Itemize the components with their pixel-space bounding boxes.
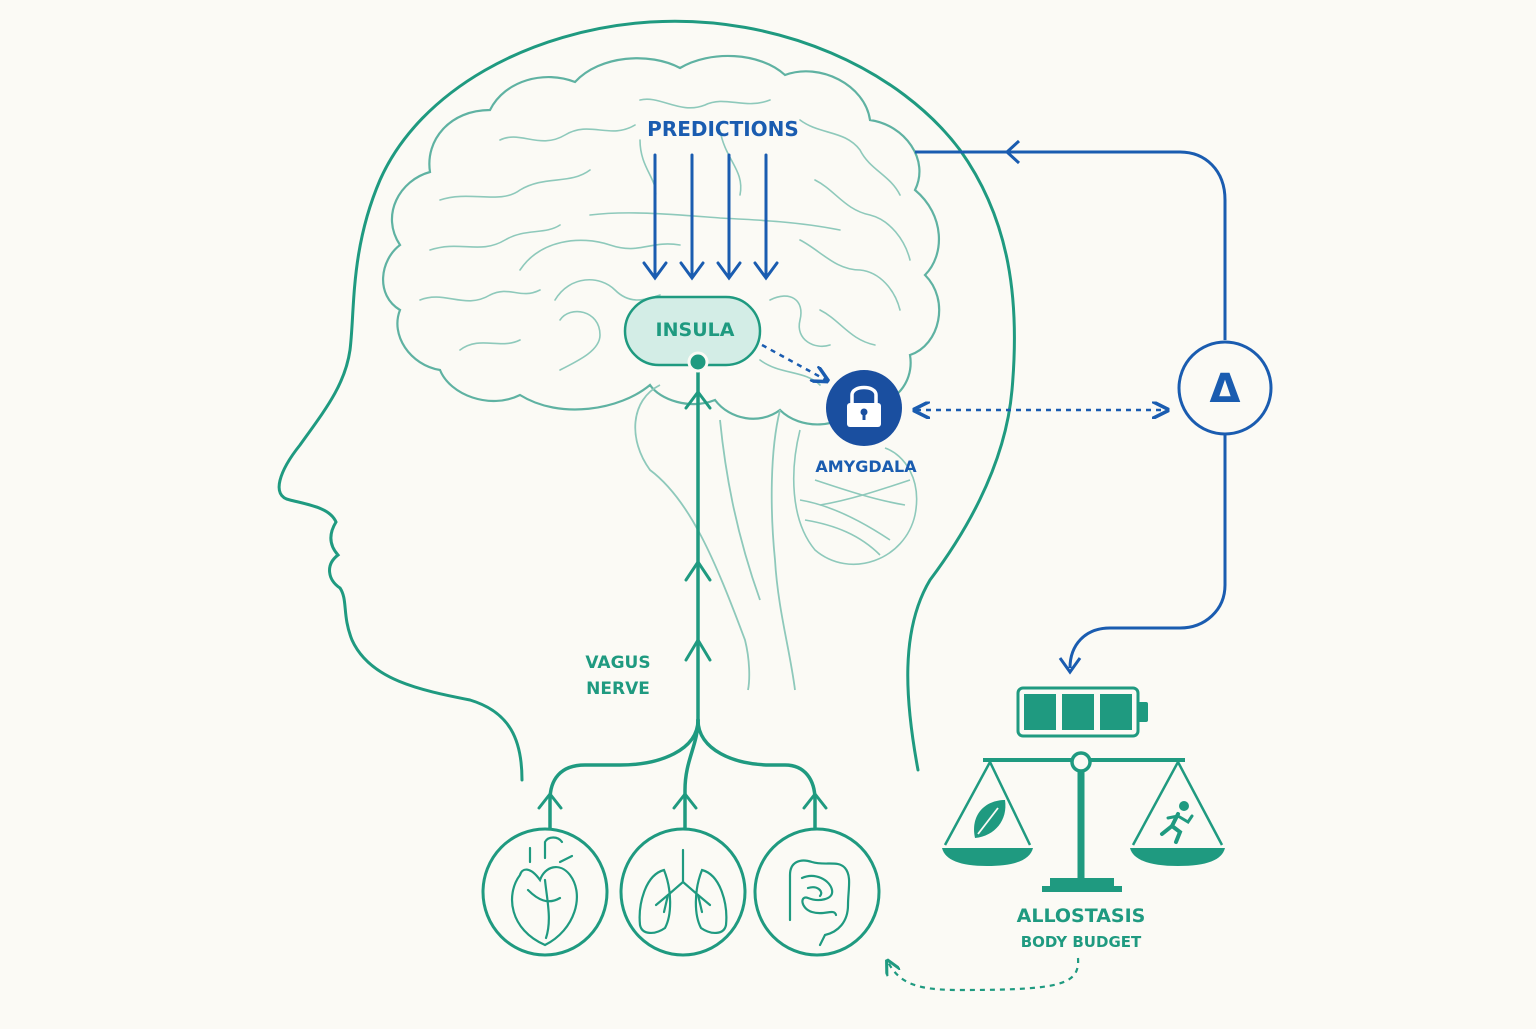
vagus-chevrons (537, 389, 828, 810)
running-person-icon (1160, 801, 1194, 844)
battery-cell (1062, 694, 1094, 730)
prediction-arrow-1 (642, 153, 668, 281)
battery-arrowhead (1058, 657, 1082, 675)
balance-scale (942, 751, 1225, 892)
head-outline (277, 19, 1016, 782)
battery-cells (1024, 694, 1132, 730)
predictions-label: PREDICTIONS (647, 117, 799, 141)
insula-vagus-junction (687, 351, 709, 373)
delta-symbol: Δ (1210, 366, 1241, 412)
heart-icon (511, 836, 578, 947)
feedback-loop-bottom (1068, 435, 1227, 669)
vagus-label-line1: VAGUS (585, 653, 650, 673)
prediction-arrows (642, 153, 779, 281)
organ-heart (481, 827, 609, 957)
insula-amygdala-link (761, 343, 826, 380)
amygdala-label: AMYGDALA (815, 457, 917, 476)
organ-intestines (753, 827, 881, 957)
vagus-nerve (548, 360, 817, 832)
lock-icon (847, 385, 881, 427)
budget-to-organs-link (888, 958, 1080, 992)
amygdala-node (826, 370, 902, 446)
battery-cell (1024, 694, 1056, 730)
battery-icon (1016, 686, 1148, 738)
prediction-arrow-3 (716, 153, 742, 281)
organ-lungs (619, 827, 747, 957)
body-budget-label: BODY BUDGET (1021, 933, 1142, 951)
brain-outline (382, 54, 941, 426)
prediction-arrow-2 (679, 153, 705, 281)
brainstem (634, 384, 796, 691)
lungs-icon (638, 848, 728, 934)
battery-cell (1100, 694, 1132, 730)
insula-label: INSULA (656, 319, 735, 341)
cerebellum (792, 429, 918, 566)
feedback-loop-top (915, 150, 1227, 340)
leaf-icon (974, 800, 1006, 838)
prediction-arrow-4 (753, 153, 779, 281)
delta-comparator (1177, 340, 1273, 436)
vagus-label-line2: NERVE (586, 679, 650, 699)
feedback-loop-arrowhead (1004, 139, 1021, 165)
intestines-icon (788, 859, 851, 947)
allostasis-label: ALLOSTASIS (1017, 905, 1146, 927)
